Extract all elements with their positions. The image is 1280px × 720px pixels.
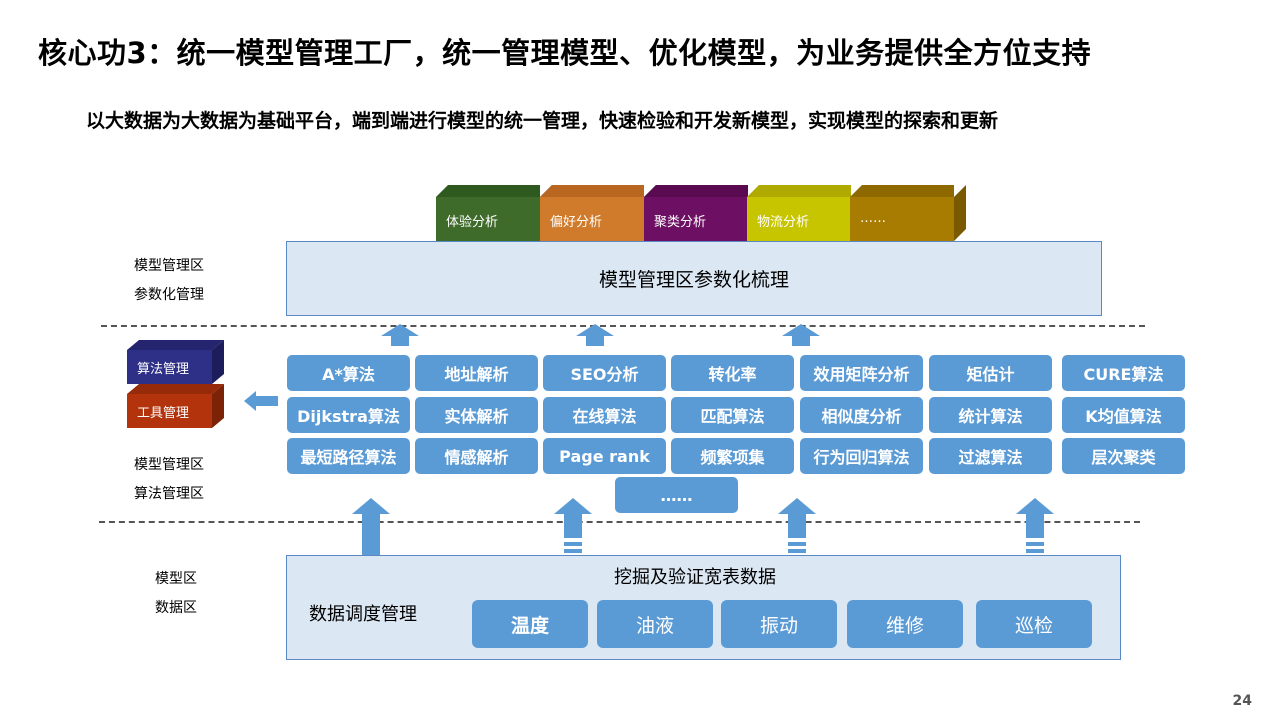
cube-top bbox=[747, 185, 851, 197]
cube-label: 物流分析 bbox=[747, 197, 851, 241]
page-title: 核心功3：统一模型管理工厂，统一管理模型、优化模型，为业务提供全方位支持 bbox=[38, 36, 1092, 70]
algorithm-item: K均值算法 bbox=[1062, 397, 1185, 433]
side-label-line: 算法管理区 bbox=[134, 486, 204, 502]
cube-top bbox=[850, 185, 954, 197]
data-panel-title: 挖掘及验证宽表数据 bbox=[614, 567, 776, 588]
divider-bottom bbox=[99, 521, 1140, 523]
cube-preference-analysis: 偏好分析 bbox=[540, 185, 656, 241]
cube-top bbox=[436, 185, 540, 197]
up-arrow-icon bbox=[576, 324, 614, 346]
side-label-data: 模型区 数据区 bbox=[155, 565, 197, 623]
algorithm-item: A*算法 bbox=[287, 355, 410, 391]
side-label-line: 参数化管理 bbox=[134, 287, 204, 303]
left-arrow-icon bbox=[244, 391, 278, 411]
cube-top bbox=[644, 185, 748, 197]
cube-side bbox=[212, 340, 224, 384]
cube-top bbox=[127, 340, 224, 350]
algorithm-item: 过滤算法 bbox=[929, 438, 1052, 474]
up-arrow-icon bbox=[381, 324, 419, 346]
cube-algorithm-management: 算法管理 bbox=[127, 340, 224, 386]
algorithm-item: 匹配算法 bbox=[671, 397, 794, 433]
algorithm-item: CURE算法 bbox=[1062, 355, 1185, 391]
cube-experience-analysis: 体验分析 bbox=[436, 185, 552, 241]
cube-label: 算法管理 bbox=[127, 350, 212, 384]
parameter-panel: 模型管理区参数化梳理 bbox=[286, 241, 1102, 316]
algorithm-item: 矩估计 bbox=[929, 355, 1052, 391]
algorithm-item: Dijkstra算法 bbox=[287, 397, 410, 433]
algorithm-item: 在线算法 bbox=[543, 397, 666, 433]
side-label-parameter: 模型管理区 参数化管理 bbox=[134, 252, 204, 310]
cube-top bbox=[540, 185, 644, 197]
side-label-line: 模型管理区 bbox=[134, 457, 204, 473]
algorithm-item: 转化率 bbox=[671, 355, 794, 391]
algorithm-item: Page rank bbox=[543, 438, 666, 474]
cube-more: …… bbox=[850, 185, 966, 241]
data-item-vibration: 振动 bbox=[721, 600, 837, 648]
cube-label: …… bbox=[850, 197, 954, 241]
algorithm-item: SEO分析 bbox=[543, 355, 666, 391]
side-label-line: 模型区 bbox=[155, 571, 197, 587]
divider-top bbox=[101, 325, 1145, 327]
parameter-panel-label: 模型管理区参数化梳理 bbox=[598, 269, 789, 291]
side-label-line: 数据区 bbox=[155, 600, 197, 616]
cube-logistics-analysis: 物流分析 bbox=[747, 185, 863, 241]
cube-label: 偏好分析 bbox=[540, 197, 644, 241]
up-arrow-icon bbox=[554, 498, 592, 553]
up-arrow-icon bbox=[782, 324, 820, 346]
page-number: 24 bbox=[1232, 693, 1252, 709]
cube-side bbox=[954, 185, 966, 241]
algorithm-item: 实体解析 bbox=[415, 397, 538, 433]
cube-tool-management: 工具管理 bbox=[127, 384, 224, 430]
algorithm-item: 效用矩阵分析 bbox=[800, 355, 923, 391]
cube-label: 工具管理 bbox=[127, 394, 212, 428]
data-item-inspection: 巡检 bbox=[976, 600, 1092, 648]
cube-label: 聚类分析 bbox=[644, 197, 748, 241]
algorithm-item: 频繁项集 bbox=[671, 438, 794, 474]
data-item-maintenance: 维修 bbox=[847, 600, 963, 648]
algorithm-item: 相似度分析 bbox=[800, 397, 923, 433]
algorithm-item: 统计算法 bbox=[929, 397, 1052, 433]
up-arrow-icon bbox=[352, 498, 390, 556]
page-subtitle: 以大数据为大数据为基础平台，端到端进行模型的统一管理，快速检验和开发新模型，实现… bbox=[86, 110, 999, 132]
cube-cluster-analysis: 聚类分析 bbox=[644, 185, 760, 241]
cube-top bbox=[127, 384, 224, 394]
data-item-oil: 油液 bbox=[597, 600, 713, 648]
algorithm-item: 层次聚类 bbox=[1062, 438, 1185, 474]
cube-label: 体验分析 bbox=[436, 197, 540, 241]
up-arrow-icon bbox=[1016, 498, 1054, 553]
side-label-line: 模型管理区 bbox=[134, 258, 204, 274]
data-scheduling-label: 数据调度管理 bbox=[309, 604, 417, 625]
cube-side bbox=[212, 384, 224, 428]
data-item-temperature: 温度 bbox=[472, 600, 588, 648]
up-arrow-icon bbox=[778, 498, 816, 553]
algorithm-item: 情感解析 bbox=[415, 438, 538, 474]
side-label-algorithm: 模型管理区 算法管理区 bbox=[134, 451, 204, 509]
algorithm-item-more: …… bbox=[615, 477, 738, 513]
algorithm-item: 最短路径算法 bbox=[287, 438, 410, 474]
algorithm-item: 行为回归算法 bbox=[800, 438, 923, 474]
algorithm-item: 地址解析 bbox=[415, 355, 538, 391]
